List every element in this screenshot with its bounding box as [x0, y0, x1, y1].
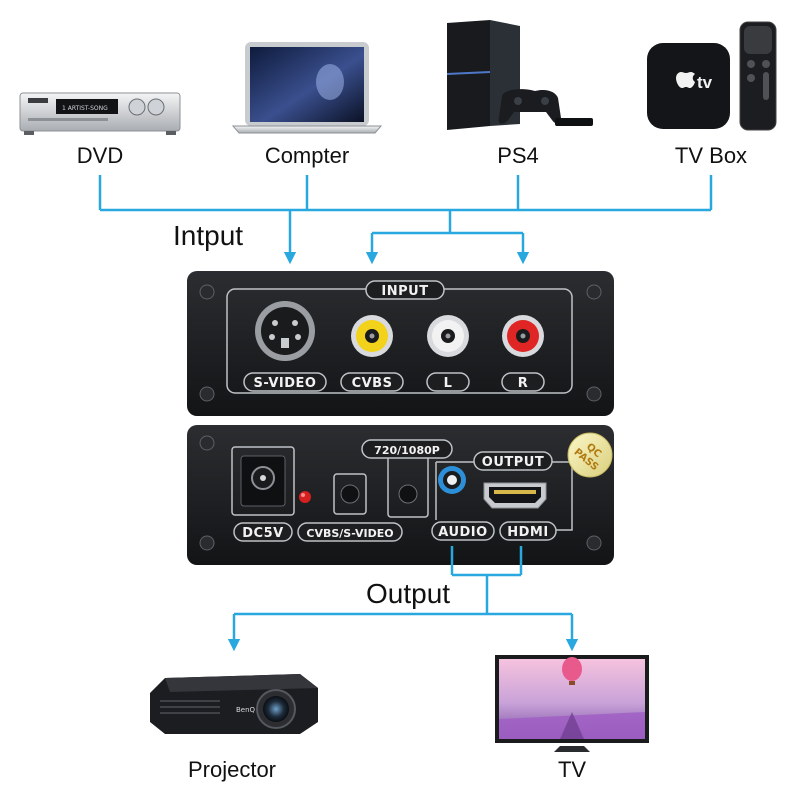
output-panel: DC5V CVBS/S-VIDEO 720/1080P OUTPUT [187, 425, 614, 565]
dc-power-jack [231, 446, 295, 516]
source-label-computer: Compter [265, 143, 349, 168]
source-label-dvd: DVD [77, 143, 123, 168]
port-label-right: R [518, 376, 529, 391]
laptop-icon [231, 42, 383, 134]
destination-label-projector: Projector [188, 757, 276, 782]
audio-left-rca-jack [427, 315, 469, 357]
output-title: Output [366, 578, 450, 609]
source-label-ps4: PS4 [497, 143, 539, 168]
hdmi-label: HDMI [507, 525, 548, 540]
source-label-tv-box: TV Box [675, 143, 747, 168]
hdmi-port [483, 482, 547, 509]
audio-right-rca-jack [502, 315, 544, 357]
tv-icon [495, 655, 649, 752]
audio-label: AUDIO [438, 525, 487, 540]
destination-label-tv: TV [558, 757, 586, 782]
audio-3-5mm-jack [438, 466, 466, 494]
power-led-indicator [299, 491, 311, 503]
dvd-player-icon: 1 ARTIST-SONG [19, 92, 181, 135]
input-panel-title: INPUT [381, 284, 428, 299]
power-label: DC5V [242, 526, 283, 541]
port-label-left: L [444, 376, 453, 391]
tv-box-logo-text: tv [697, 73, 713, 92]
dvd-display-text: 1 ARTIST-SONG [62, 105, 108, 112]
input-connector-lines [98, 175, 713, 265]
mode-switch-button[interactable] [333, 473, 367, 515]
output-section-label: OUTPUT [482, 455, 544, 470]
port-label-s-video: S-VIDEO [254, 376, 317, 391]
input-panel: INPUT [187, 271, 614, 416]
switch-label: CVBS/S-VIDEO [306, 527, 393, 540]
projector-brand-text: BenQ [236, 706, 256, 714]
resolution-label: 720/1080P [374, 444, 440, 457]
tv-box-icon: tv [647, 21, 777, 131]
port-label-cvbs: CVBS [352, 376, 393, 391]
cvbs-rca-jack [351, 315, 393, 357]
ps4-console-icon [446, 20, 593, 130]
qc-pass-sticker: QC PASS [567, 432, 613, 478]
projector-icon: BenQ [150, 674, 318, 734]
output-connector-lines [227, 546, 579, 652]
input-title: Intput [173, 220, 243, 251]
s-video-port [255, 301, 315, 361]
